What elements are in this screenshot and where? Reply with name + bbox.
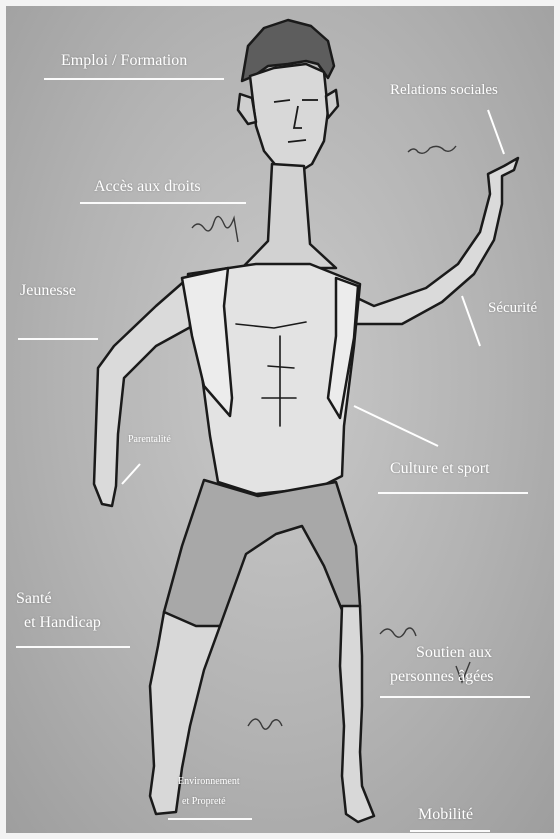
- label-jeunesse: Jeunesse: [20, 282, 76, 300]
- label-securite: Sécurité: [488, 300, 537, 317]
- right-ear: [326, 90, 338, 118]
- label-environnement-line1: Environnement: [178, 776, 240, 788]
- rule-acces: [80, 202, 246, 204]
- label-mobilite: Mobilité: [418, 806, 473, 824]
- rule-jeunesse: [18, 338, 98, 340]
- neck: [242, 164, 336, 268]
- label-soutien-line1: Soutien aux: [416, 644, 492, 662]
- human-figure-drawing: [6, 6, 554, 833]
- label-emploi-formation: Emploi / Formation: [61, 52, 187, 70]
- label-acces-aux-droits: Accès aux droits: [94, 178, 201, 196]
- rule-mobilite: [410, 830, 490, 832]
- label-sante-line1: Santé: [16, 590, 52, 608]
- label-environnement-line2: et Propreté: [182, 796, 226, 808]
- left-ear: [238, 94, 256, 124]
- rule-culture: [378, 492, 528, 494]
- rule-environnement: [168, 818, 252, 820]
- label-soutien-line2: personnes âgées: [390, 668, 494, 686]
- left-arm: [94, 278, 196, 506]
- rule-soutien: [380, 696, 530, 698]
- rule-emploi: [44, 78, 224, 80]
- label-sante-line2: et Handicap: [24, 614, 101, 632]
- label-parentalite: Parentalité: [128, 434, 171, 446]
- label-culture-et-sport: Culture et sport: [390, 460, 490, 478]
- head: [250, 64, 328, 174]
- label-relations-sociales: Relations sociales: [390, 82, 498, 99]
- shorts: [164, 480, 360, 628]
- right-leg: [340, 606, 374, 822]
- rule-sante: [16, 646, 130, 648]
